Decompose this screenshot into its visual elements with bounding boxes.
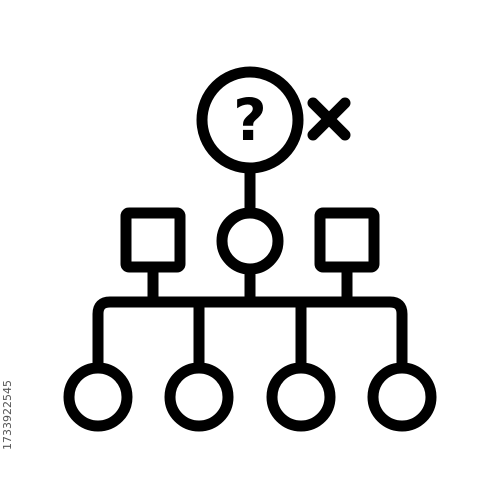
- hierarchy-bar: [92, 296, 408, 374]
- watermark-id: 1733922545: [1, 380, 14, 450]
- bottom-circle-node: [164, 362, 234, 432]
- question-node: ?: [196, 66, 304, 174]
- left-square-node: [120, 207, 186, 273]
- bottom-circle-node: [266, 362, 336, 432]
- close-icon: [307, 97, 351, 141]
- bottom-circle-node: [63, 362, 133, 432]
- middle-circle-node: [216, 207, 284, 275]
- question-mark: ?: [233, 86, 267, 154]
- right-square-node: [314, 207, 380, 273]
- bottom-circle-node: [367, 362, 437, 432]
